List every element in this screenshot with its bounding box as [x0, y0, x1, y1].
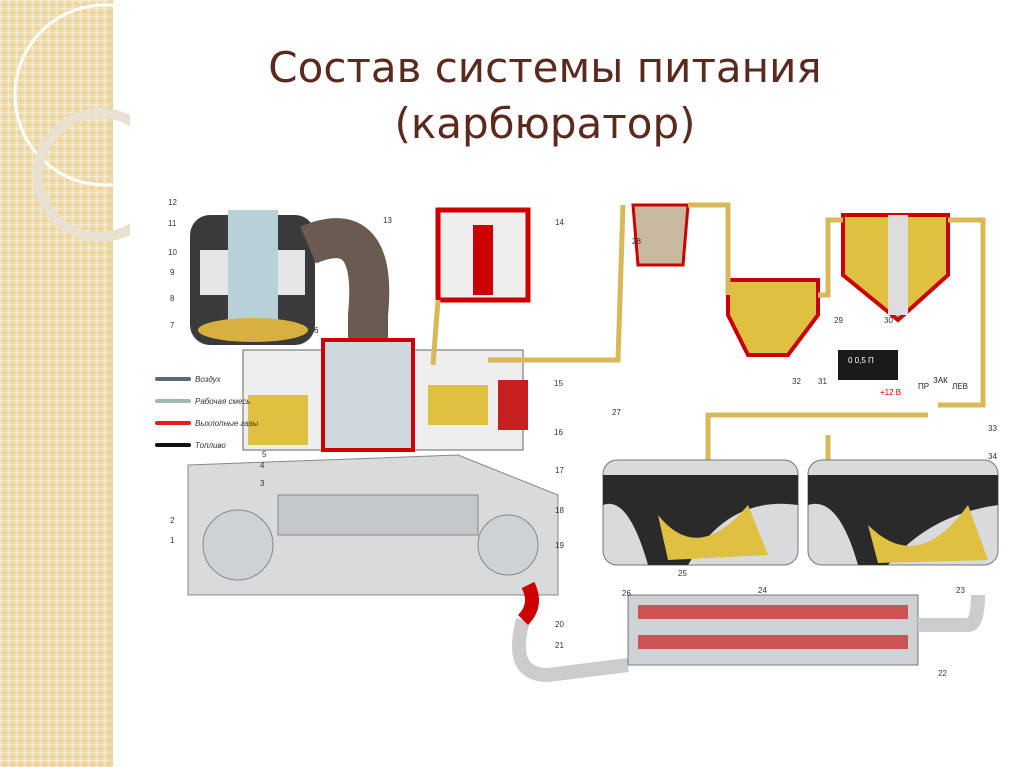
- air-filter: [190, 210, 315, 345]
- fuel-gauge: [838, 350, 898, 380]
- callout: 8: [170, 294, 175, 303]
- callout: 13: [383, 216, 392, 225]
- fine-filter-30: [841, 213, 950, 323]
- callout: 20: [555, 620, 564, 629]
- valve-label-right: ЛЕВ: [952, 382, 968, 391]
- title-line-2: (карбюратор): [394, 99, 696, 148]
- callout: 22: [938, 669, 947, 678]
- engine-block: [187, 454, 559, 596]
- divider: [110, 0, 113, 767]
- carburetor: [242, 338, 528, 452]
- callout: 18: [555, 506, 564, 515]
- callout: 15: [554, 379, 563, 388]
- callout: 30: [884, 316, 893, 325]
- callout: 29: [834, 316, 843, 325]
- callout: 26: [622, 589, 631, 598]
- callout: 17: [555, 466, 564, 475]
- arrow-icon: [155, 443, 191, 447]
- callout: 19: [555, 541, 564, 550]
- callout: 9: [170, 268, 175, 277]
- fuel-filter-28: [631, 203, 690, 267]
- arrow-icon: [155, 377, 191, 381]
- legend-label: Рабочая смесь: [195, 396, 251, 406]
- callout: 1: [170, 536, 175, 545]
- callout: 7: [170, 321, 175, 330]
- callout: 10: [168, 248, 177, 257]
- callout: 25: [678, 569, 687, 578]
- legend-label: Топливо: [195, 440, 226, 450]
- fuel-pump-29: [726, 278, 820, 357]
- callout: 5: [262, 450, 267, 459]
- fuel-tank-left: [602, 459, 799, 566]
- legend: Воздух Рабочая смесь Выхлопные газы Топл…: [155, 368, 258, 456]
- callout: 3: [260, 479, 265, 488]
- title-line-1: Состав системы питания: [268, 43, 822, 92]
- fuel-tank-right: [807, 459, 999, 566]
- gauge-voltage: +12 В: [880, 388, 902, 397]
- fuel-pump-14: [435, 207, 531, 303]
- fuel-lines: [430, 202, 986, 465]
- callout: 27: [612, 408, 621, 417]
- slide-title: Состав системы питания (карбюратор): [200, 40, 890, 152]
- callout: 14: [555, 218, 564, 227]
- callout: 4: [260, 461, 265, 470]
- legend-item-fuel: Топливо: [155, 434, 258, 456]
- arrow-icon: [155, 399, 191, 403]
- valve-label-mid: ЗАК: [933, 376, 948, 385]
- legend-label: Воздух: [195, 374, 221, 384]
- callout: 28: [632, 237, 641, 246]
- callout: 23: [956, 586, 965, 595]
- callout: 21: [555, 641, 564, 650]
- callout: 33: [988, 424, 997, 433]
- intake-pipe: [300, 218, 390, 365]
- callout: 24: [758, 586, 767, 595]
- arrow-icon: [155, 421, 191, 425]
- legend-label: Выхлопные газы: [195, 418, 259, 428]
- callout: 31: [818, 377, 827, 386]
- callout: 6: [314, 326, 319, 335]
- legend-item-exhaust: Выхлопные газы: [155, 412, 258, 434]
- fuel-system-diagram: [187, 202, 999, 683]
- callout: 16: [554, 428, 563, 437]
- callout: 32: [792, 377, 801, 386]
- callout: 2: [170, 516, 175, 525]
- legend-item-air: Воздух: [155, 368, 258, 390]
- gauge-scale: 0 0,5 П: [848, 356, 874, 365]
- callout: 11: [168, 219, 177, 228]
- exhaust-system: [511, 581, 985, 683]
- decorative-circles: [13, 3, 130, 242]
- legend-item-mixture: Рабочая смесь: [155, 390, 258, 412]
- callout: 12: [168, 198, 177, 207]
- callout: 34: [988, 452, 997, 461]
- valve-label-left: ПР: [918, 382, 930, 391]
